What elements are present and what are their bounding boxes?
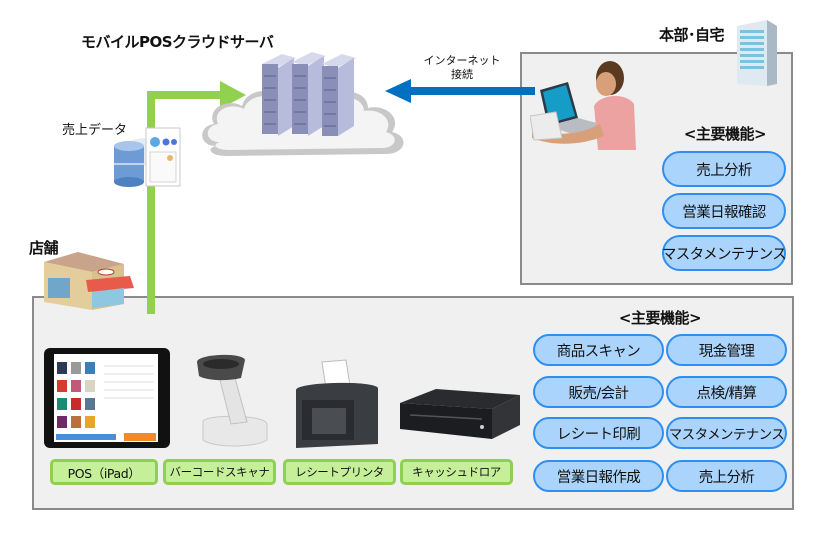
shop-building-icon xyxy=(44,252,134,310)
device-label-pos-ipad[interactable]: POS（iPad） xyxy=(50,459,158,485)
store-features-heading: <主要機能> xyxy=(618,309,702,327)
store-feature-receipt-printing[interactable]: レシート印刷 xyxy=(533,417,664,449)
internet-label-line2: 接続 xyxy=(451,68,473,81)
receipt-printer-illustration xyxy=(296,359,378,448)
device-label-receipt-printer[interactable]: レシートプリンタ xyxy=(283,459,396,485)
store-feature-inspection-settlement[interactable]: 点検/精算 xyxy=(666,376,787,408)
store-feature-sales-checkout[interactable]: 販売/会計 xyxy=(533,376,664,408)
headquarters-features-heading: <主要機能> xyxy=(683,125,767,143)
hq-feature-master-maintenance[interactable]: マスタメンテナンス xyxy=(662,235,787,271)
internet-arrow xyxy=(385,79,535,103)
cloud-server-illustration xyxy=(202,52,404,156)
sales-data-label: 売上データ xyxy=(62,123,128,138)
hq-feature-sales-analysis[interactable]: 売上分析 xyxy=(662,151,786,187)
store-feature-master-maintenance[interactable]: マスタメンテナンス xyxy=(666,417,787,449)
database-report-icon xyxy=(114,127,181,187)
headquarters-title: 本部･自宅 xyxy=(659,26,725,44)
internet-label-line1: インターネット xyxy=(423,54,501,67)
internet-connection-label: インターネット 接続 xyxy=(422,54,502,82)
ipad-pos-illustration xyxy=(44,348,170,448)
pos-screen-products xyxy=(57,362,95,428)
cash-drawer-illustration xyxy=(400,389,520,439)
hq-feature-daily-report-check[interactable]: 営業日報確認 xyxy=(662,193,786,229)
office-building-icon xyxy=(737,20,777,86)
server-rack-icon xyxy=(262,52,356,136)
report-document-icon xyxy=(145,127,181,187)
database-icon xyxy=(114,141,144,187)
cloud-server-title: モバイルPOSクラウドサーバ xyxy=(81,33,274,51)
store-title: 店舗 xyxy=(29,239,59,257)
device-label-cash-drawer[interactable]: キャッシュドロア xyxy=(400,459,513,485)
barcode-scanner-illustration xyxy=(197,354,268,447)
device-label-barcode-scanner[interactable]: バーコードスキャナ xyxy=(163,459,276,485)
store-feature-daily-report-creation[interactable]: 営業日報作成 xyxy=(533,460,664,492)
store-feature-sales-analysis[interactable]: 売上分析 xyxy=(666,460,787,492)
upload-arrow xyxy=(147,81,246,314)
person-icon xyxy=(530,61,636,150)
store-feature-cash-management[interactable]: 現金管理 xyxy=(666,334,787,366)
person-with-laptop-illustration xyxy=(530,61,636,150)
store-feature-product-scan[interactable]: 商品スキャン xyxy=(533,334,664,366)
